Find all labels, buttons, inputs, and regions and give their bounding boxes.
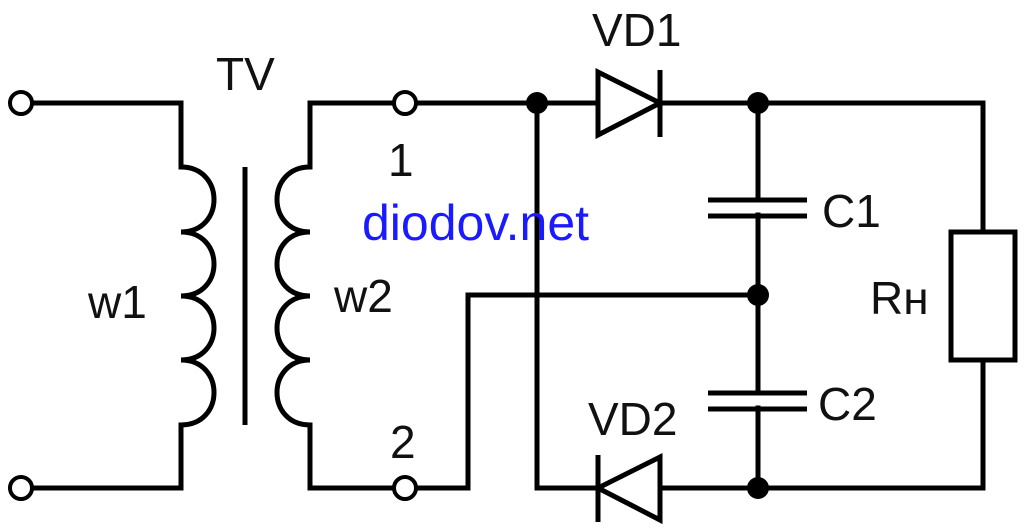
input-terminal-bottom[interactable]	[8, 475, 34, 501]
input-terminal-top[interactable]	[8, 90, 34, 116]
junction-dot-top-right	[747, 92, 769, 114]
watermark: diodov.net	[362, 195, 589, 251]
label-terminal-1: 1	[388, 134, 414, 186]
secondary-winding	[274, 164, 311, 428]
label-w1: w1	[87, 276, 147, 328]
label-w2: w2	[333, 270, 393, 322]
capacitor-c1	[708, 197, 807, 219]
terminal-1[interactable]	[392, 90, 418, 116]
label-rload: Rн	[870, 272, 929, 324]
diode-vd1	[595, 67, 666, 140]
capacitor-c2	[708, 390, 807, 412]
secondary-circuit	[274, 67, 1018, 525]
cross-wire	[534, 100, 601, 491]
secondary-bottom-wire	[307, 422, 397, 491]
label-vd2: VD2	[588, 393, 677, 445]
label-terminal-2: 2	[390, 416, 416, 468]
primary-winding	[180, 164, 217, 428]
secondary-top-wire	[307, 100, 397, 170]
junction-dot-bottom	[747, 477, 769, 499]
label-tv: TV	[216, 48, 275, 100]
primary-bottom-wire	[29, 422, 184, 491]
label-vd1: VD1	[592, 4, 681, 56]
junction-dot-top-left	[526, 92, 548, 114]
primary-circuit	[8, 90, 217, 501]
load-resistor	[948, 229, 1018, 363]
diode-vd2	[592, 452, 663, 525]
terminal-2[interactable]	[392, 475, 418, 501]
label-c2: C2	[818, 378, 877, 430]
vd2-triangle	[592, 452, 663, 525]
midpoint-wire	[413, 292, 761, 491]
vd1-triangle	[595, 67, 666, 140]
primary-top-wire	[29, 100, 184, 170]
label-c1: C1	[822, 185, 881, 237]
junction-dot-middle	[747, 284, 769, 306]
